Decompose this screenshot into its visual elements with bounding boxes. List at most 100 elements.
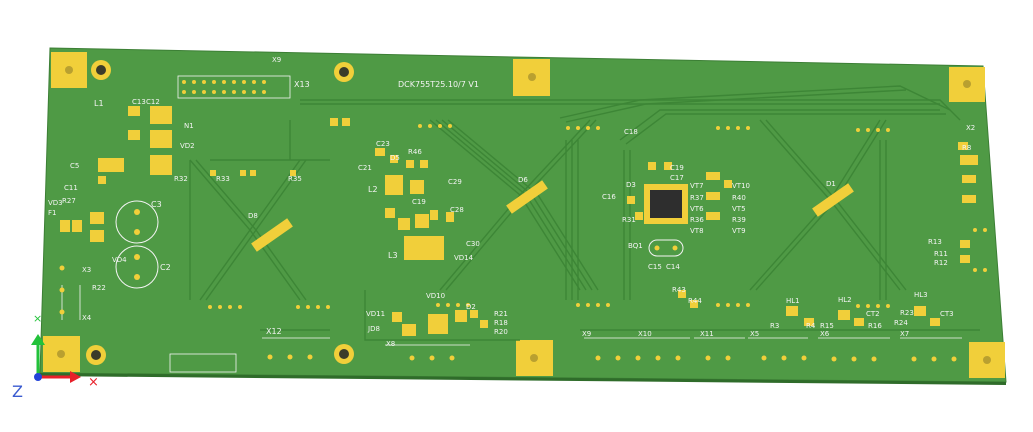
designator-c23: C23 [376, 140, 390, 148]
designator-r20: R20 [494, 328, 508, 336]
designator-x7: X7 [900, 330, 909, 338]
designator-c21: C21 [358, 164, 372, 172]
designator-vt8: VT8 [690, 227, 704, 235]
designator-vd14: VD14 [454, 254, 474, 262]
pcb-board-edge [40, 373, 1006, 385]
designator-vd10: VD10 [426, 292, 445, 300]
designator-r15: R15 [820, 322, 834, 330]
designator-d8: D8 [248, 212, 258, 220]
axis-z-label: Z [12, 382, 23, 401]
designator-d2: D2 [466, 303, 476, 311]
designator-c28: C28 [450, 206, 464, 214]
designator-c13: C13 [132, 98, 146, 106]
ic-d3[interactable] [644, 184, 688, 224]
designator-x11: X11 [700, 330, 714, 338]
axis-x-cross-icon: × [88, 375, 99, 390]
designator-c16: C16 [602, 193, 616, 201]
capacitor-c3[interactable] [115, 200, 159, 244]
designator-r16: R16 [868, 322, 882, 330]
designator-hl2: HL2 [838, 296, 852, 304]
designator-c12: C12 [146, 98, 160, 106]
designator-x3: X3 [82, 266, 91, 274]
designator-r43: R43 [672, 286, 686, 294]
designator-hl1: HL1 [786, 297, 800, 305]
copper-traces [189, 85, 980, 341]
designator-d6: D6 [518, 176, 528, 184]
designator-r11: R11 [934, 250, 948, 258]
designator-c14: C14 [666, 263, 680, 271]
designator-x5: X5 [750, 330, 759, 338]
designator-c17: C17 [670, 174, 684, 182]
designator-r39: R39 [732, 216, 746, 224]
axis-y-cross-icon: × [33, 312, 42, 325]
designator-x12: X12 [266, 327, 282, 336]
designator-vt7: VT7 [690, 182, 704, 190]
designator-r24: R24 [894, 319, 908, 327]
designator-c11: C11 [64, 184, 78, 192]
designator-r23: R23 [900, 309, 914, 317]
ic-d6[interactable] [506, 180, 548, 214]
designator-r46: R46 [408, 148, 422, 156]
designator-vd2: VD2 [180, 142, 195, 150]
designator-r3: R3 [770, 322, 779, 330]
designator-l3: L3 [388, 251, 398, 260]
designator-n1: N1 [184, 122, 194, 130]
designator-r21: R21 [494, 310, 508, 318]
designator-c3: C3 [151, 200, 162, 209]
designator-bq1: BQ1 [628, 242, 643, 250]
smd-pads [60, 106, 978, 336]
designator-r22: R22 [92, 284, 106, 292]
designator-c30: C30 [466, 240, 480, 248]
designator-vd4: VD4 [112, 256, 127, 264]
silkscreen-outlines [61, 75, 962, 373]
designator-vd11: VD11 [366, 310, 385, 318]
designator-x4: X4 [82, 314, 92, 322]
designator-r8: R8 [962, 144, 971, 152]
designator-x2: X2 [966, 124, 975, 132]
designator-l1: L1 [94, 99, 104, 108]
designator-r36: R36 [690, 216, 704, 224]
designator-r32: R32 [174, 175, 188, 183]
mounting-holes [86, 60, 354, 365]
designator-c18: C18 [624, 128, 638, 136]
designator-r18: R18 [494, 319, 508, 327]
designator-c15: C15 [648, 263, 662, 271]
ic-d8[interactable] [251, 218, 293, 252]
designator-vd3: VD3 [48, 199, 63, 207]
designator-d3: D3 [626, 181, 636, 189]
designator-hl3: HL3 [914, 291, 928, 299]
designator-ct2: CT2 [866, 310, 880, 318]
designator-c19: C19 [670, 164, 684, 172]
crystal-bq1[interactable] [648, 239, 684, 257]
designator-d5: D5 [390, 154, 400, 162]
designator-r4: R4 [806, 322, 816, 330]
designator-x8: X8 [386, 340, 395, 348]
designator-x9-top: X9 [272, 56, 281, 64]
designator-f1: F1 [48, 209, 56, 217]
designator-x13: X13 [294, 80, 310, 89]
designator-r37: R37 [690, 194, 704, 202]
designator-x6: X6 [820, 330, 830, 338]
designator-x9: X9 [582, 330, 591, 338]
designator-r33: R33 [216, 175, 230, 183]
ic-d1[interactable] [812, 183, 854, 217]
pin-headers [59, 80, 987, 362]
designator-r35: R35 [288, 175, 302, 183]
capacitor-c2[interactable] [115, 245, 159, 289]
designator-c19-b: C19 [412, 198, 426, 206]
designator-r27: R27 [62, 197, 76, 205]
designator-vt6: VT6 [690, 205, 704, 213]
designator-r44: R44 [688, 297, 702, 305]
designator-r31: R31 [622, 216, 636, 224]
designator-r13: R13 [928, 238, 942, 246]
designator-vt9: VT9 [732, 227, 746, 235]
designator-jd8: JD8 [367, 325, 380, 333]
designator-x10: X10 [638, 330, 652, 338]
designator-c29: C29 [448, 178, 462, 186]
designator-l2: L2 [368, 185, 378, 194]
designator-d1: D1 [826, 180, 836, 188]
designator-ct3: CT3 [940, 310, 954, 318]
designator-r12: R12 [934, 259, 948, 267]
designator-c2: C2 [160, 263, 171, 272]
